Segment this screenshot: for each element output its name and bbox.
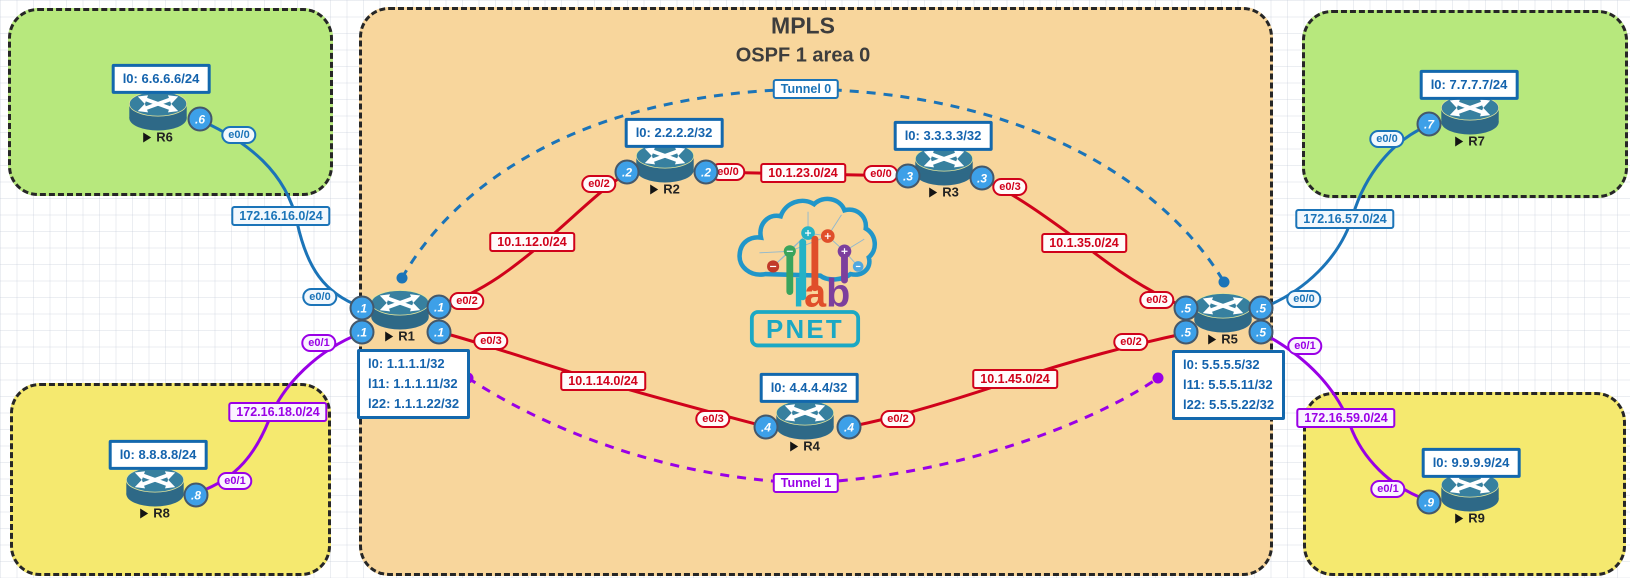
badge-r5-c: .5	[1248, 295, 1274, 321]
net-label-10-1-23: 10.1.23.0/24	[760, 163, 846, 183]
router-r6[interactable]	[129, 91, 187, 132]
tunnel0-label: Tunnel 0	[772, 79, 840, 99]
badge-r6: .6	[187, 106, 213, 132]
router-r3-name: R3	[929, 185, 959, 200]
iface-r1-e0-3: e0/3	[473, 332, 509, 350]
router-r5-name: R5	[1208, 332, 1238, 347]
node-marker-icon	[140, 508, 149, 518]
badge-r9: .9	[1416, 489, 1442, 515]
badge-r4-a: .4	[753, 414, 779, 440]
badge-r1-b: .1	[349, 319, 375, 345]
lab-stems	[786, 235, 848, 301]
net-label-10-1-35: 10.1.35.0/24	[1041, 233, 1127, 253]
tunnel1-label: Tunnel 1	[772, 473, 840, 493]
router-r8[interactable]	[126, 467, 184, 508]
node-marker-icon	[929, 187, 938, 197]
mpls-title: MPLS	[771, 12, 835, 39]
badge-r4-b: .4	[836, 414, 862, 440]
router-r6-name: R6	[143, 130, 173, 145]
badge-r8: .8	[183, 482, 209, 508]
iface-r5-e0-2: e0/2	[1113, 333, 1149, 351]
router-r4-name: R4	[790, 439, 820, 454]
badge-r7: .7	[1416, 111, 1442, 137]
tunnel0-endpoint-r5	[1218, 276, 1230, 288]
router-r3[interactable]	[915, 146, 973, 187]
iface-r5-e0-0: e0/0	[1286, 290, 1322, 308]
router-r8-name: R8	[140, 506, 170, 521]
router-r5[interactable]	[1194, 293, 1252, 334]
iface-r1-e0-1: e0/1	[301, 334, 337, 352]
badge-r2-b: .2	[693, 159, 719, 185]
net-label-10-1-12: 10.1.12.0/24	[489, 232, 575, 252]
loopback-label-r4: l0: 4.4.4.4/32	[759, 372, 859, 404]
badge-r1-a: .1	[349, 295, 375, 321]
net-label-172-16-57: 172.16.57.0/24	[1295, 209, 1395, 229]
lab-wordmark: lab	[793, 272, 850, 316]
cloud-outline	[737, 196, 877, 282]
router-r1[interactable]	[371, 290, 429, 331]
tunnel1-endpoint-r5	[1152, 372, 1164, 384]
pnetlab-logo-graphic: lab PNET	[737, 196, 877, 348]
node-marker-icon	[385, 331, 394, 341]
iface-r3-e0-0: e0/0	[863, 165, 899, 183]
net-label-172-16-16: 172.16.16.0/24	[231, 206, 331, 226]
badge-r3-a: .3	[895, 163, 921, 189]
iface-r8-e0-1: e0/1	[217, 472, 253, 490]
badge-r1-c: .1	[426, 294, 452, 320]
iface-r2-e0-2: e0/2	[581, 175, 617, 193]
iface-r5-e0-1: e0/1	[1287, 337, 1323, 355]
node-marker-icon	[650, 184, 659, 194]
router-r7-name: R7	[1455, 134, 1485, 149]
pnet-wordmark: PNET	[766, 316, 844, 344]
loopback-label-r9: l0: 9.9.9.9/24	[1421, 447, 1521, 479]
loopback-label-r1: l0: 1.1.1.1/32 l11: 1.1.1.11/32 l22: 1.1…	[357, 349, 471, 420]
iface-r9-e0-1: e0/1	[1370, 480, 1406, 498]
badge-r5-a: .5	[1173, 295, 1199, 321]
node-marker-icon	[790, 441, 799, 451]
router-r9-name: R9	[1455, 511, 1485, 526]
badge-r5-d: .5	[1248, 319, 1274, 345]
iface-r2-e0-0: e0/0	[710, 163, 746, 181]
network-node-dots	[767, 226, 864, 273]
net-label-172-16-59: 172.16.59.0/24	[1296, 408, 1396, 428]
net-label-172-16-18: 172.16.18.0/24	[228, 402, 328, 422]
loopback-label-r2: l0: 2.2.2.2/32	[624, 117, 724, 149]
iface-r7-e0-0: e0/0	[1369, 130, 1405, 148]
node-marker-icon	[1455, 136, 1464, 146]
loopback-label-r3: l0: 3.3.3.3/32	[893, 120, 993, 152]
iface-r4-e0-3: e0/3	[695, 410, 731, 428]
router-r2-name: R2	[650, 182, 680, 197]
node-marker-icon	[1208, 334, 1217, 344]
loopback-label-r5: l0: 5.5.5.5/32 l11: 5.5.5.11/32 l22: 5.5…	[1172, 350, 1286, 421]
tunnel0-endpoint-r1	[396, 272, 408, 284]
tunnel0-path	[400, 87, 1226, 283]
router-r4[interactable]	[776, 400, 834, 441]
iface-r6-e0-0: e0/0	[221, 126, 257, 144]
iface-r3-e0-3: e0/3	[992, 178, 1028, 196]
router-r7[interactable]	[1441, 95, 1499, 136]
loopback-label-r6: l0: 6.6.6.6/24	[111, 63, 211, 95]
badge-r1-d: .1	[426, 319, 452, 345]
pnet-box	[749, 310, 861, 348]
loopback-label-r7: l0: 7.7.7.7/24	[1419, 69, 1519, 101]
pnetlab-logo: lab PNET	[729, 189, 881, 355]
node-marker-icon	[1455, 513, 1464, 523]
ospf-area-title: OSPF 1 area 0	[735, 44, 871, 67]
badge-r2-a: .2	[614, 159, 640, 185]
iface-r1-e0-2: e0/2	[449, 292, 485, 310]
node-marker-icon	[143, 132, 152, 142]
iface-r5-e0-3: e0/3	[1139, 291, 1175, 309]
router-r1-name: R1	[385, 329, 415, 344]
badge-r3-b: .3	[969, 165, 995, 191]
iface-r4-e0-2: e0/2	[880, 410, 916, 428]
net-label-10-1-45: 10.1.45.0/24	[972, 369, 1058, 389]
badge-r5-b: .5	[1173, 319, 1199, 345]
loopback-label-r8: l0: 8.8.8.8/24	[108, 439, 208, 471]
iface-r1-e0-0: e0/0	[302, 288, 338, 306]
router-r2[interactable]	[636, 143, 694, 184]
net-label-10-1-14: 10.1.14.0/24	[560, 371, 646, 391]
